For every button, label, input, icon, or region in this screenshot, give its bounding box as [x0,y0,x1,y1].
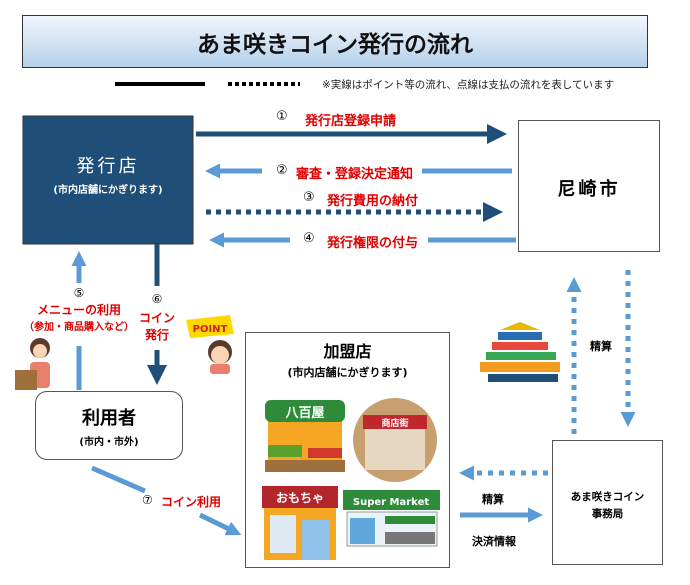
step3-label: 発行費用の納付 [327,194,419,209]
svg-text:おもちゃ: おもちゃ [276,491,324,505]
step1-label: 発行店登録申請 [305,114,397,129]
supermarket-illustration: Super Market [343,490,440,547]
office-line1: あま咲きコイン [570,491,645,503]
step5-sub: （参加・商品購入など） [24,322,134,333]
payment-info-label: 決済情報 [472,535,516,548]
member-name: 加盟店 [323,342,372,361]
toy-shop-illustration: おもちゃ [262,486,338,560]
step6-label1: コイン [138,311,175,325]
member-sub: (市内店舗にかぎります) [287,366,408,379]
svg-text:八百屋: 八百屋 [284,406,324,421]
user-box: 利用者 (市内・市外) [35,391,183,460]
member-store-box: 加盟店 (市内店舗にかぎります) [245,332,450,568]
svg-text:商店街: 商店街 [381,417,408,429]
svg-text:POINT: POINT [193,324,228,335]
user-name: 利用者 [82,408,136,429]
step2-num: ② [276,163,288,178]
issuer-box [22,115,194,245]
step4-num: ④ [303,231,315,246]
shopper-illustration [15,338,50,390]
step3-num: ③ [303,190,315,205]
step7-label: コイン利用 [161,495,222,509]
step4-label: 発行権限の付与 [327,236,419,251]
step6-num: ⑥ [151,292,163,306]
arrow-7-head [198,512,242,536]
point-woman-illustration: POINT [186,315,234,374]
svg-text:Super Market: Super Market [353,497,429,508]
step1-num: ① [276,109,288,124]
legend-note: ※実線はポイント等の流れ、点線は支払の流れを表しています [322,79,615,91]
issuer-name: 発行店 [76,156,140,177]
office-box: あま咲きコイン 事務局 [552,440,663,565]
castle-logo [480,318,560,398]
page-title: あま咲きコイン発行の流れ [22,15,648,68]
city-box: 尼崎市 [518,120,660,252]
step5-num: ⑤ [73,286,85,300]
arrow-7-tail [91,465,146,494]
step6-label2: 発行 [144,328,169,342]
step5-label: メニューの利用 [36,303,121,317]
greengrocer-illustration: 八百屋 [265,400,345,472]
issuer-sub: (市内店舗にかぎります) [53,185,163,196]
step7-num: ⑦ [142,493,153,507]
step2-label: 審査・登録決定通知 [296,167,414,182]
settlement-member-label: 精算 [482,493,504,506]
city-name: 尼崎市 [557,179,621,200]
settlement-city-label: 精算 [590,340,612,353]
user-sub: (市内・市外) [79,437,139,448]
office-line2: 事務局 [591,508,624,520]
title-text: あま咲きコイン発行の流れ [197,31,473,58]
shopping-street-illustration: 商店街 [353,398,437,482]
